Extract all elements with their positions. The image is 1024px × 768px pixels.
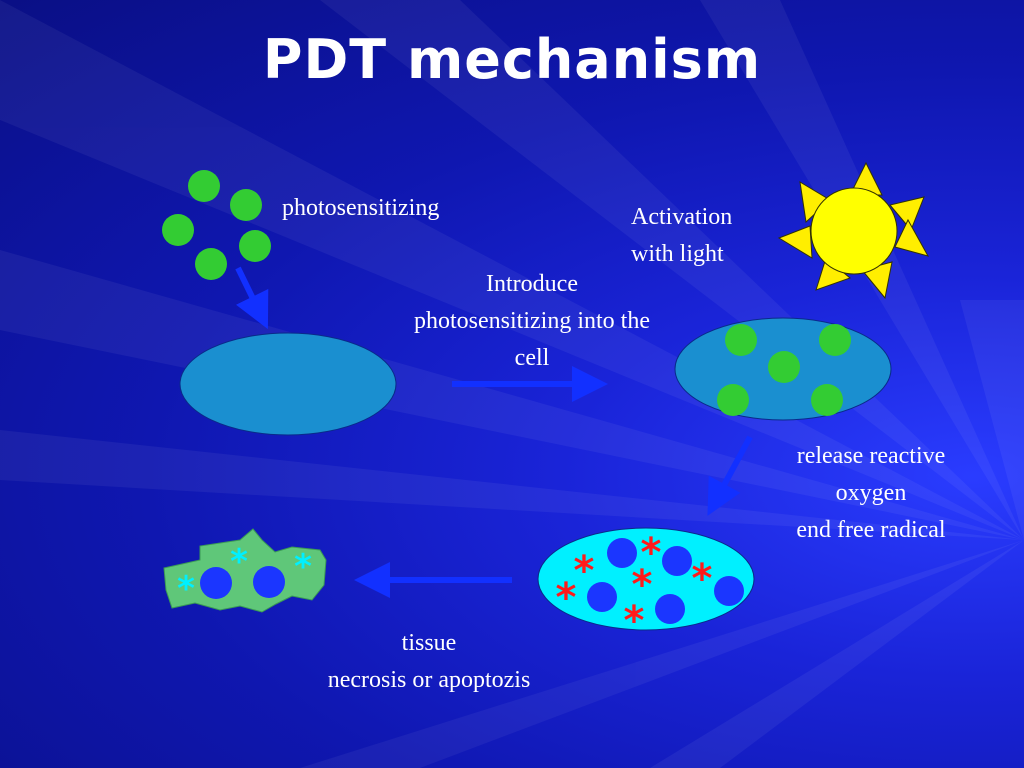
asterisk-icon: *	[294, 547, 312, 587]
label-photosensitizing: photosensitizing	[282, 195, 440, 221]
cell	[179, 332, 397, 436]
label-release: release reactive oxygen end free radical	[796, 443, 946, 543]
asterisk-icon: *	[692, 556, 713, 602]
asterisk-icon: *	[641, 530, 662, 576]
label-tissue: tissue necrosis or apoptozis	[327, 630, 531, 693]
label-activation: Activation with light	[631, 204, 733, 267]
asterisk-icon: *	[230, 542, 248, 582]
label-introduce: Introduce photosensitizing into the cell	[414, 271, 650, 371]
photosensitizer-molecules	[162, 170, 271, 280]
arrow-release	[707, 435, 753, 516]
damaged-tissue: * * *	[163, 528, 327, 613]
asterisk-icon: *	[556, 575, 577, 621]
asterisk-icon: *	[574, 548, 595, 594]
asterisk-icon: *	[177, 569, 195, 609]
sun-icon	[777, 161, 930, 300]
asterisk-icon: *	[624, 598, 645, 644]
cell-with-photosensitizer	[674, 317, 892, 421]
arrow-into-cell	[235, 266, 269, 330]
activated-cell: * * * * * *	[537, 527, 755, 644]
page-title: PDT mechanism	[262, 28, 762, 91]
asterisk-icon: *	[632, 562, 653, 608]
